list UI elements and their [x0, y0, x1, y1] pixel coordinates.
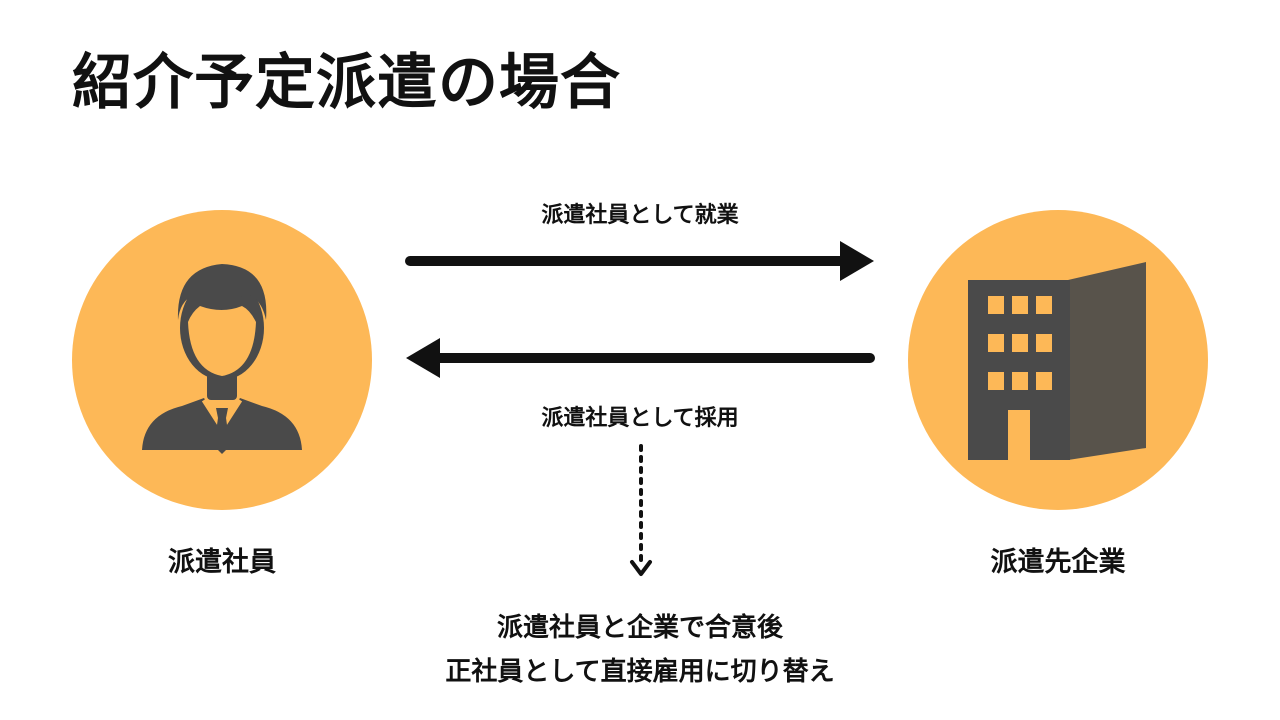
direct-hire-note: 正社員として直接雇用に切り替え: [445, 657, 835, 687]
worker-label: 派遣社員: [168, 547, 276, 578]
hiring-label: 派遣社員として採用: [541, 406, 739, 431]
arrow-head-left: [406, 338, 440, 378]
company-label: 派遣先企業: [990, 547, 1126, 578]
agreement-note: 派遣社員と企業で合意後: [496, 613, 783, 643]
dotted-arrow-head: [630, 560, 652, 576]
employment-label: 派遣社員として就業: [541, 203, 739, 228]
building-icon: [968, 262, 1146, 460]
person-icon: [142, 264, 302, 454]
page-title: 紹介予定派遣の場合: [72, 48, 621, 118]
arrow-head-right: [840, 241, 874, 281]
